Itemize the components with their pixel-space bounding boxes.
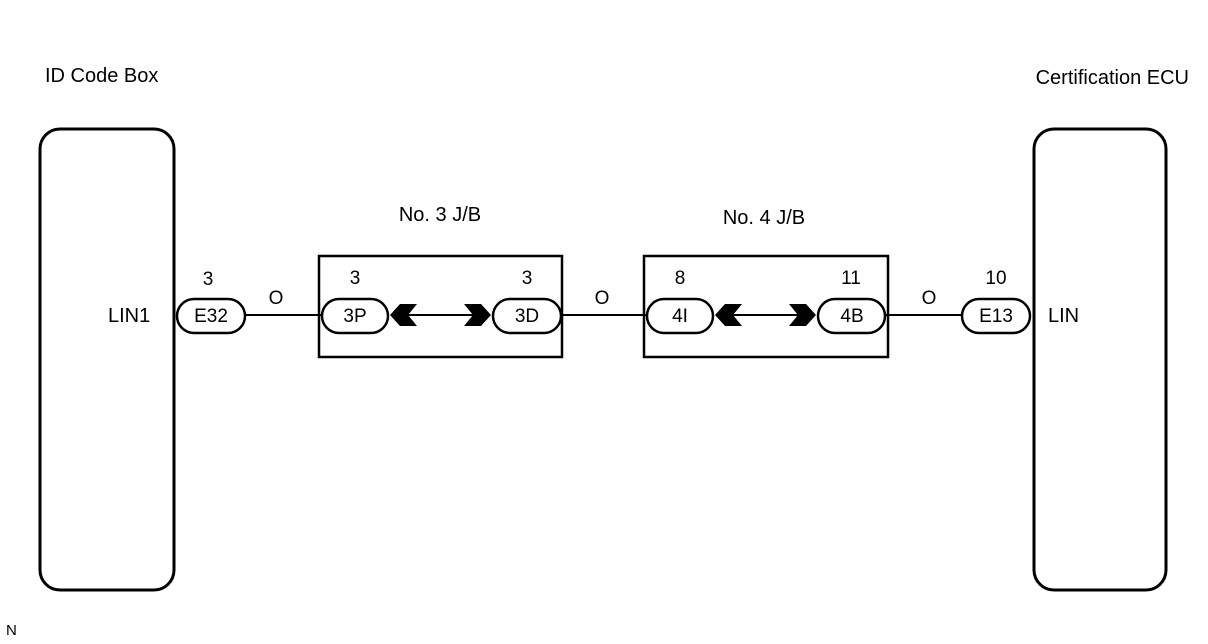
- connector-e13: [960, 297, 1032, 335]
- connector-4i-pin: 8: [675, 268, 686, 289]
- wire-color-label-2: O: [595, 288, 610, 309]
- connector-3p-label: 3P: [343, 306, 366, 327]
- lin-signal-label: LIN: [1048, 305, 1079, 327]
- connector-4b-pin: 11: [841, 268, 861, 289]
- lin1-signal-label: LIN1: [108, 305, 150, 327]
- corner-mark: N: [6, 622, 17, 639]
- certification-ecu-box: [1032, 127, 1168, 592]
- chevron-right-icon: [789, 304, 816, 326]
- chevron-left-icon: [715, 304, 742, 326]
- connector-3d-label: 3D: [515, 306, 539, 327]
- jb3-title: No. 3 J/B: [399, 204, 481, 226]
- certification-ecu-title: Certification ECU: [1036, 67, 1189, 89]
- connector-4b: [816, 297, 887, 335]
- connector-e32-pin: 3: [203, 269, 214, 290]
- wire-color-label-1: O: [269, 288, 284, 309]
- connector-3d: [491, 297, 563, 335]
- chevron-right-icon: [464, 304, 491, 326]
- id-code-box: [38, 127, 176, 592]
- chevron-left-icon: [390, 304, 417, 326]
- id-code-box-title: ID Code Box: [45, 65, 158, 87]
- connector-e13-label: E13: [979, 306, 1013, 327]
- connector-3p: [320, 297, 390, 335]
- connector-4i: [645, 297, 715, 335]
- connector-4b-label: 4B: [840, 306, 863, 327]
- jb4-box: [642, 254, 890, 359]
- connector-e32: [175, 297, 247, 335]
- connector-e13-pin: 10: [985, 268, 1006, 289]
- connector-3p-pin: 3: [350, 268, 361, 289]
- connector-3d-pin: 3: [522, 268, 533, 289]
- wire-color-label-3: O: [922, 288, 937, 309]
- jb4-title: No. 4 J/B: [723, 207, 805, 229]
- jb3-box: [317, 254, 564, 359]
- connector-4i-label: 4I: [672, 306, 688, 327]
- connector-e32-label: E32: [194, 306, 228, 327]
